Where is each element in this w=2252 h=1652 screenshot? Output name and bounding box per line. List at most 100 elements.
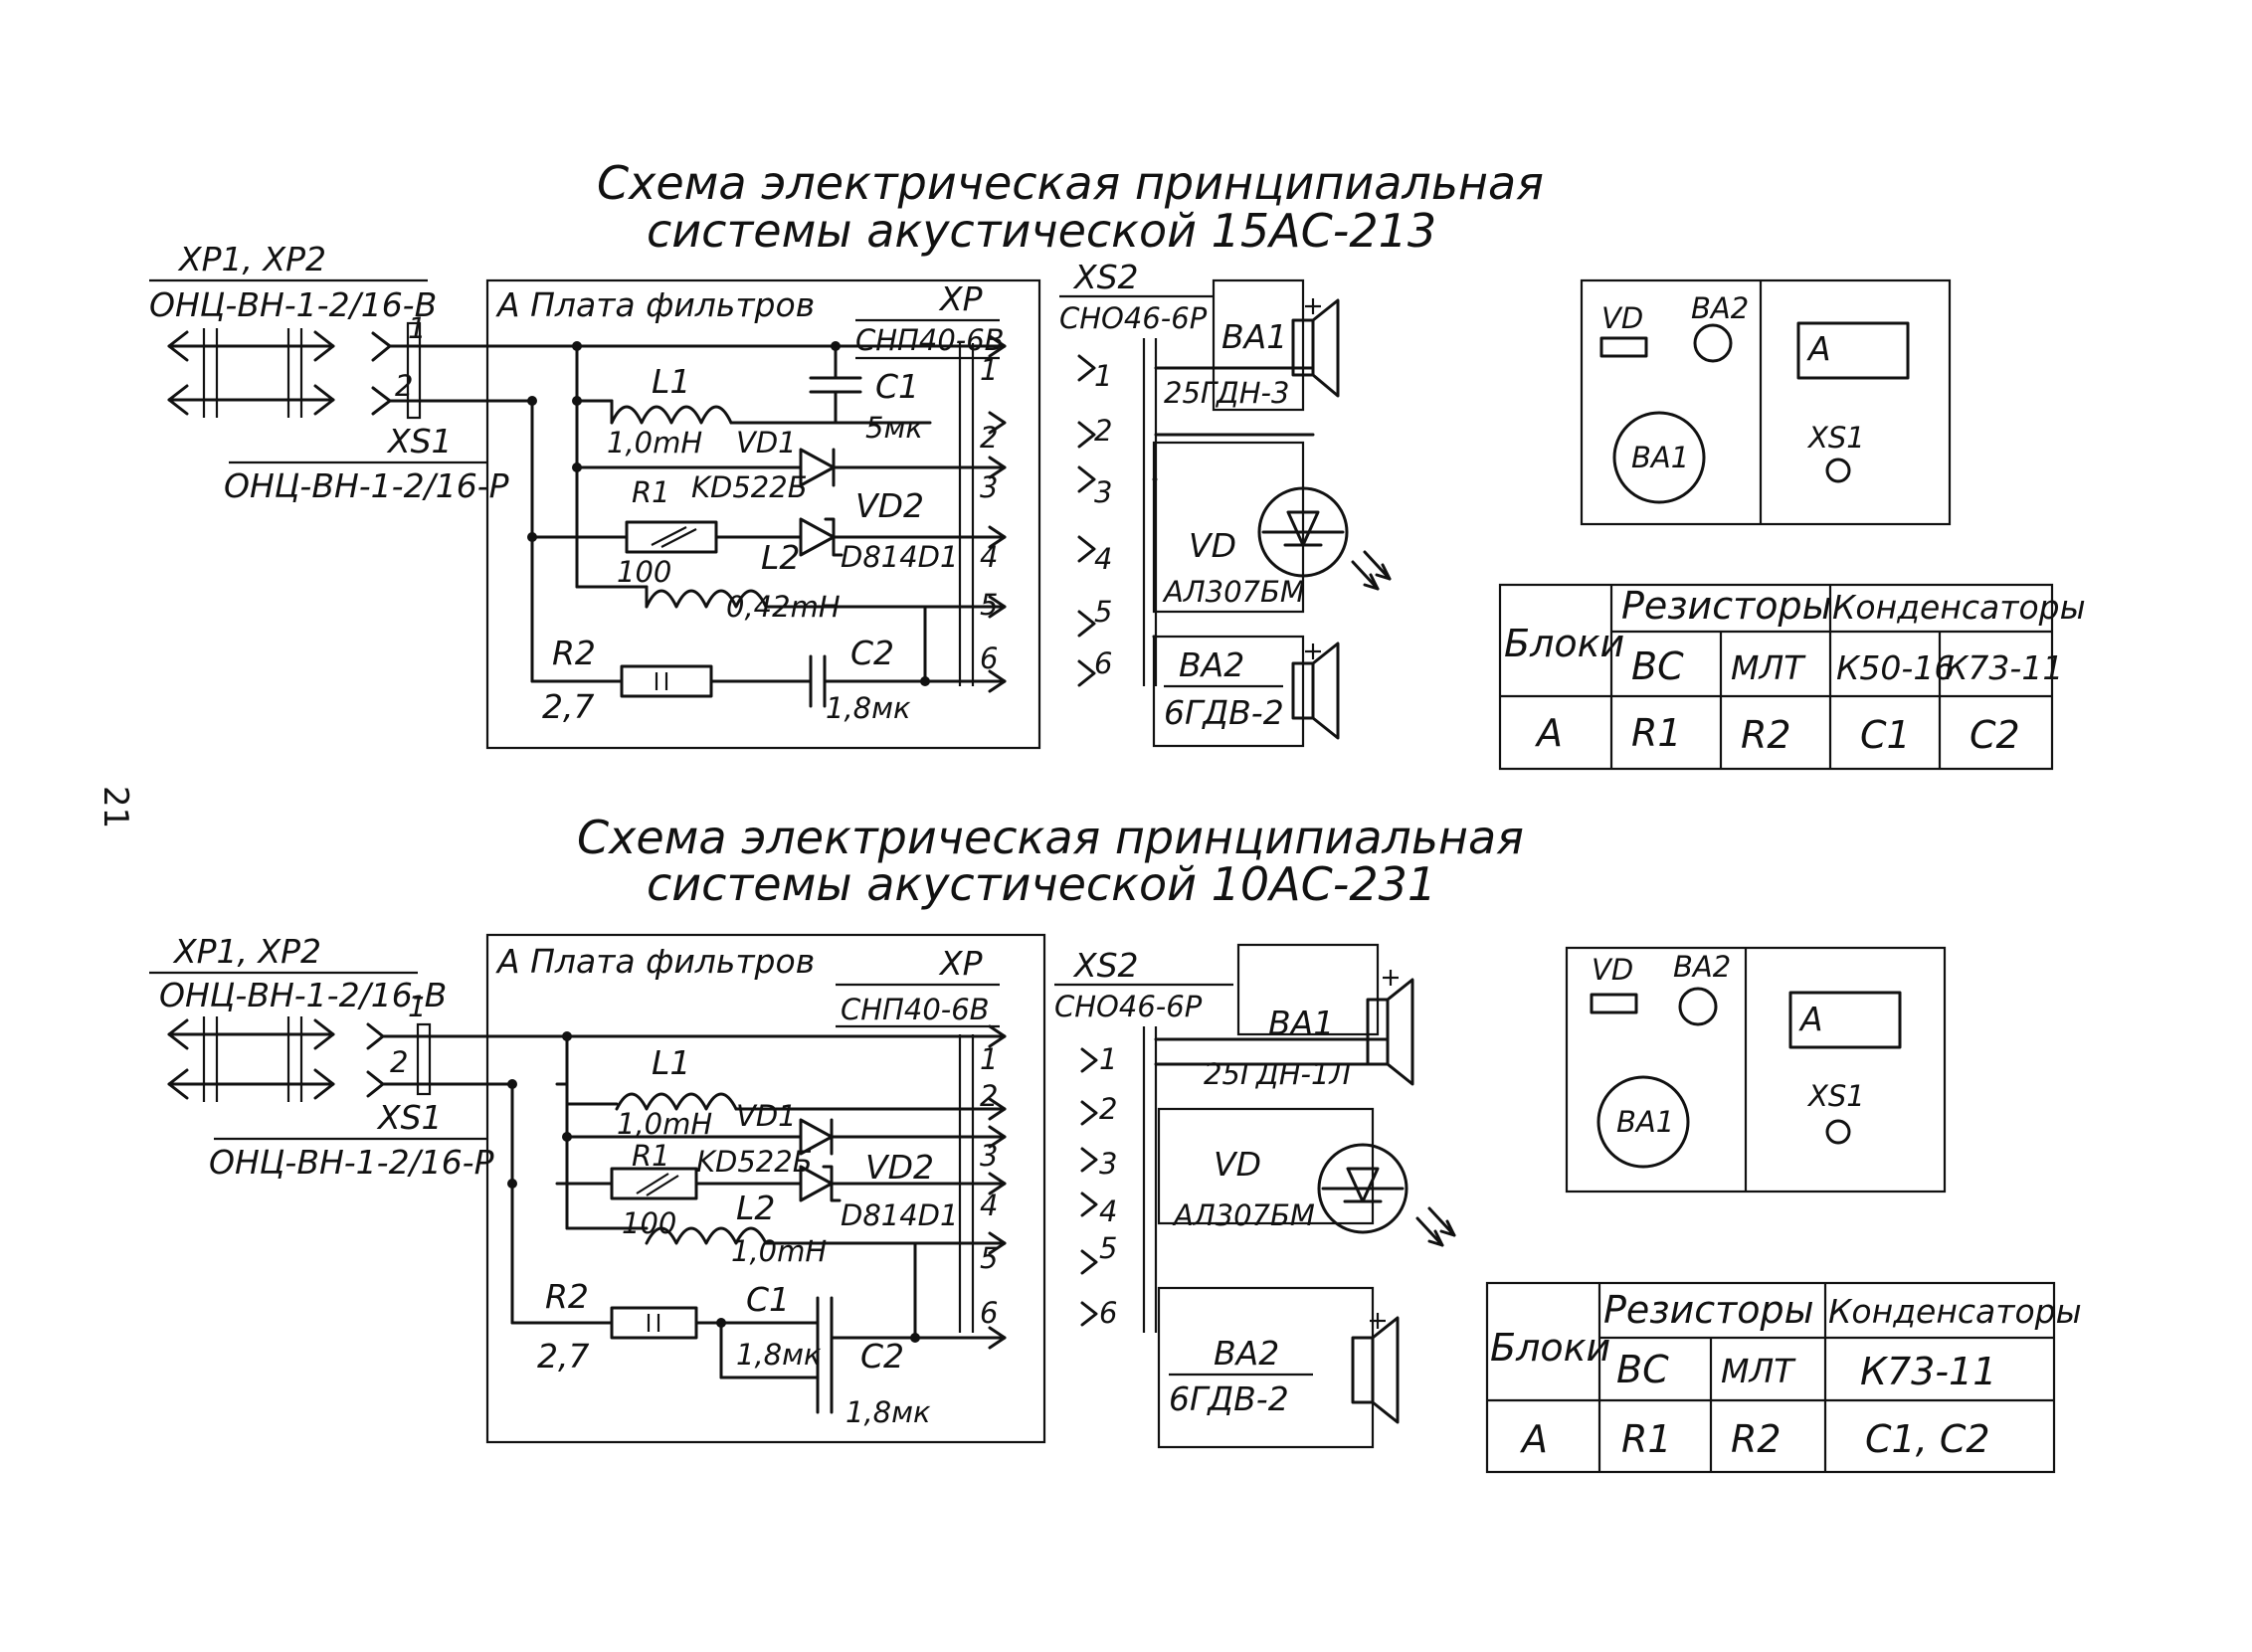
scheme1-table-res-type-2: МЛТ	[1731, 648, 1806, 687]
scheme1-xp-pin6: 6	[980, 642, 998, 675]
scheme1-xs1-terminals	[371, 321, 430, 420]
scheme2-plug-symbol	[167, 1016, 335, 1102]
scheme2-xs1-terminals	[366, 1022, 432, 1098]
scheme1-filter-board	[485, 278, 1041, 750]
scheme1-plug-type: ОНЦ-ВН-1-2/16-В	[149, 285, 437, 324]
scheme1-ba1-ref: BA1	[1221, 317, 1287, 356]
scheme1-vd1-ref: VD1	[736, 426, 797, 459]
scheme1-r1-value: 100	[617, 555, 671, 589]
scheme2-xs1-ref: XS1	[376, 1098, 443, 1137]
scheme1-panel-xs1: XS1	[1806, 421, 1865, 455]
scheme2-xs1-type: ОНЦ-ВН-1-2/16-Р	[209, 1143, 494, 1182]
scheme2-panel-vd: VD	[1592, 953, 1633, 987]
scheme1-table-cap-type-2: К73-11	[1945, 648, 2063, 687]
scheme2-table-res-type-2: МЛТ	[1721, 1352, 1796, 1390]
scheme1-vd-ref: VD	[1189, 526, 1236, 565]
scheme2-vd2-type: D814D1	[841, 1198, 958, 1232]
scheme1-table-row-res-1: R1	[1631, 711, 1682, 755]
scheme1-board-title: А Плата фильтров	[495, 285, 815, 324]
scheme2-xs2-pin1: 1	[1099, 1042, 1117, 1076]
scheme2-title-line2: системы акустической 10АС-231	[647, 857, 1436, 911]
scheme1-table-res-type-1: ВС	[1631, 644, 1684, 688]
scheme2-xp-pin2: 2	[980, 1079, 998, 1113]
scheme1-table-cap-type-1: К50-16	[1836, 648, 1955, 687]
scheme2-r1-ref: R1	[632, 1139, 670, 1173]
scheme1-vd2-type: D814D1	[841, 540, 958, 574]
scheme1-xs2-pin3: 3	[1094, 475, 1112, 509]
scheme1-ba1-type: 25ГДН-3	[1164, 376, 1289, 410]
scheme1-front-panel	[1580, 278, 1952, 526]
scheme2-r2-ref: R2	[545, 1277, 589, 1316]
scheme2-table-cap-type-1: К73-11	[1860, 1350, 1996, 1393]
scheme-10ac-231: Схема электрическая принципиальная систе…	[149, 811, 2082, 1474]
scheme1-xs2-ref: XS2	[1072, 258, 1139, 296]
scheme1-panel-a: А	[1806, 329, 1831, 368]
scheme1-r2-ref: R2	[552, 634, 596, 672]
scheme1-title-line1: Схема электрическая принципиальная	[597, 156, 1544, 210]
scheme2-xp-ref: XP	[938, 944, 983, 983]
scheme2-ba2-type: 6ГДВ-2	[1169, 1379, 1289, 1418]
scheme1-panel-ba1: BA1	[1631, 441, 1689, 474]
scheme2-xp-pin3: 3	[980, 1139, 998, 1173]
scheme1-table-row-res-2: R2	[1741, 713, 1791, 757]
scheme2-xs2-pin5: 5	[1099, 1231, 1117, 1265]
scheme1-table-resistors: Резисторы	[1621, 584, 1832, 628]
scheme2-xs2-pin2: 2	[1099, 1092, 1117, 1126]
scheme1-l2-ref: L2	[761, 538, 800, 577]
scheme1-xp-pin2: 2	[980, 421, 998, 455]
scheme1-pin1: 1	[408, 311, 426, 345]
scheme1-r1-ref: R1	[632, 475, 670, 509]
scheme2-xp-pin4: 4	[980, 1189, 998, 1222]
scheme2-xs2-type: СНО46-6Р	[1054, 990, 1203, 1023]
scheme2-ba1-type: 25ГДН-1Л	[1204, 1057, 1351, 1091]
scheme2-xp-type: СНП40-6В	[841, 993, 990, 1026]
scheme2-table-capacitors: Конденсаторы	[1828, 1292, 2082, 1331]
scheme2-panel-ba1: BA1	[1616, 1105, 1674, 1139]
scheme2-table-row-res-2: R2	[1731, 1417, 1782, 1461]
scheme1-ba2-ref: BA2	[1179, 645, 1244, 684]
scheme1-xs2-terminals	[1077, 354, 1096, 687]
scheme2-pin2: 2	[390, 1045, 408, 1079]
scheme2-filter-board	[485, 933, 1046, 1444]
scheme2-xs2-ref: XS2	[1072, 946, 1139, 985]
scheme1-plug-ref: XP1, XP2	[177, 240, 326, 278]
scheme1-ba1-speaker	[1154, 278, 1340, 437]
scheme2-panel-xs1: XS1	[1806, 1079, 1865, 1113]
scheme2-vd-ref: VD	[1214, 1145, 1261, 1184]
scheme2-vd-led	[1157, 1107, 1456, 1247]
scheme2-ba2-speaker	[1157, 1286, 1400, 1449]
scheme1-xs1-ref: XS1	[386, 422, 453, 460]
scheme1-c2-ref: C2	[850, 634, 894, 672]
scheme2-plug-ref: XP1, XP2	[172, 932, 321, 971]
scheme2-c1-ref: C1	[746, 1280, 790, 1319]
scheme1-xp-pin3: 3	[980, 470, 998, 504]
scheme2-front-panel	[1565, 946, 1947, 1193]
scheme2-table-resistors: Резисторы	[1603, 1288, 1814, 1332]
scheme1-vd-led	[1152, 441, 1392, 614]
scheme2-vd-type: АЛ307БМ	[1172, 1198, 1315, 1232]
scheme1-xp-pin4: 4	[980, 540, 998, 574]
scheme2-c2-ref: C2	[860, 1337, 904, 1376]
scheme1-xp-pin5: 5	[980, 588, 998, 622]
scheme2-c2-value: 1,8мк	[845, 1395, 931, 1429]
scheme2-pin1: 1	[408, 990, 426, 1023]
scheme1-xs2-pin4: 4	[1094, 542, 1112, 576]
scheme2-ba1-ref: BA1	[1268, 1004, 1334, 1042]
scheme1-c1-ref: C1	[875, 367, 919, 406]
scheme2-table-res-type-1: ВС	[1616, 1348, 1669, 1391]
scheme1-table-row-cap-2: C2	[1970, 713, 2020, 757]
scheme-15ac-213: Схема электрическая принципиальная систе…	[149, 156, 2086, 771]
scheme2-c1-value: 1,8мк	[736, 1338, 822, 1372]
scheme1-r2-value: 2,7	[542, 687, 594, 726]
scheme1-table-row-cap-1: C1	[1860, 713, 1911, 757]
scheme1-xp-type: СНП40-6В	[855, 323, 1005, 357]
scheme2-vd1-type: KD522Б	[696, 1145, 813, 1179]
scheme2-r1-value: 100	[622, 1206, 676, 1240]
scheme1-table-capacitors: Конденсаторы	[1832, 588, 2086, 627]
scheme2-ba1-speaker	[1154, 943, 1414, 1086]
scheme2-l2-ref: L2	[736, 1189, 775, 1227]
scheme1-panel-ba2: BA2	[1691, 291, 1749, 325]
scheme2-plug-type: ОНЦ-ВН-1-2/16-В	[159, 976, 447, 1014]
scheme2-xp-pin1: 1	[980, 1042, 998, 1076]
